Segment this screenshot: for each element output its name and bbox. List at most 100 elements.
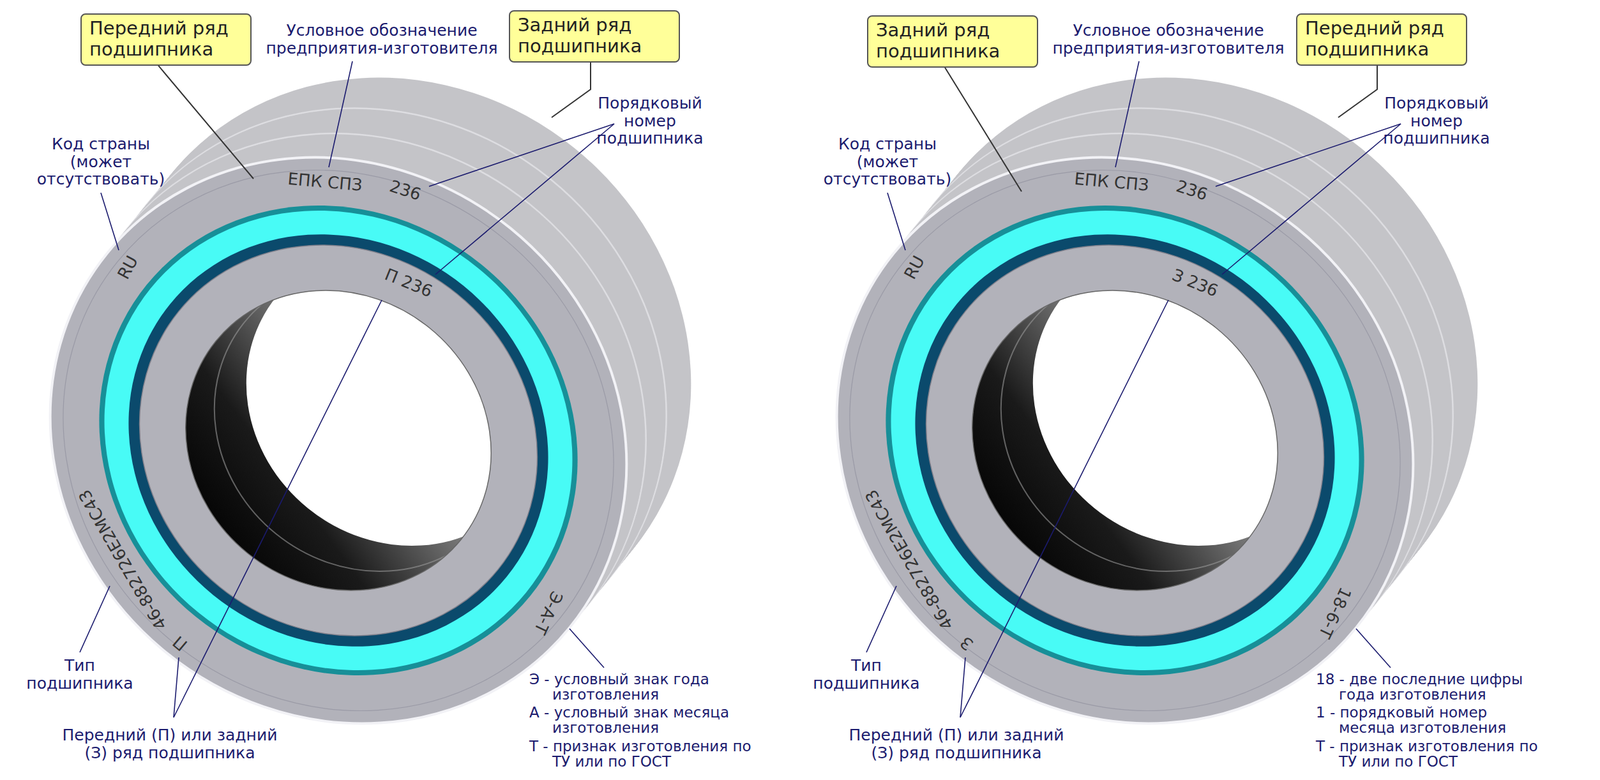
bearing-body (0, 33, 749, 780)
callout-label: Тип подшипника (22, 656, 138, 693)
bearing-body (0, 21, 758, 780)
callout-label: Условное обозначение предприятия-изготов… (1047, 21, 1290, 57)
bearing-body (0, 17, 762, 780)
label-anchor: Код страны (может отсутствовать) (27, 135, 175, 189)
leader-line (866, 586, 897, 653)
leader-line (1222, 123, 1401, 275)
label-anchor: Т - признак изготовления по ТУ или по ГО… (1315, 738, 1546, 770)
callout-label: Порядковый номер подшипника (1379, 94, 1495, 148)
label-anchor: Передний (П) или задний (З) ряд подшипни… (51, 726, 288, 762)
callout-label: Код страны (может отсутствовать) (27, 135, 175, 189)
bearing-body (0, 39, 743, 780)
seal-inner-edge (44, 149, 632, 732)
leader-line (960, 300, 1169, 718)
callout-label: Передний (П) или задний (З) ряд подшипни… (51, 726, 288, 762)
bearing-body (0, 6, 770, 780)
legend-note: А - условный знак месяца изготовления (529, 704, 760, 736)
bearing-body (722, 40, 1529, 780)
bearing-body (0, 27, 753, 780)
leader-line (173, 300, 382, 718)
bearing (722, 0, 1593, 780)
bearing-body (0, 0, 778, 780)
ring-seam (0, 17, 762, 780)
row-callout-box: Передний ряд подшипника (1296, 13, 1468, 66)
leader-line (1215, 123, 1401, 187)
bore-edge (911, 228, 1339, 652)
bearing-body (0, 8, 768, 780)
callout-label: Код страны (может отсутствовать) (814, 135, 961, 189)
seal-ring (797, 116, 1453, 765)
callout-label: Передний (П) или задний (З) ряд подшипни… (838, 726, 1075, 762)
bearing-body (0, 40, 742, 780)
bearing-body (0, 10, 767, 780)
leader-lines (79, 61, 1401, 718)
row-callout-box: Задний ряд подшипника (867, 15, 1039, 68)
box-text: Передний ряд подшипника (89, 17, 243, 61)
bearing-body (0, 18, 760, 780)
bore (134, 183, 613, 645)
label-anchor: Тип подшипника (808, 656, 924, 693)
leader-line (328, 61, 353, 168)
label-anchor: Тип подшипника (22, 656, 138, 693)
legend-note: Т - признак изготовления по ТУ или по ГО… (529, 738, 760, 770)
outer-ring-face (722, 40, 1529, 780)
bearing-body (0, 34, 748, 780)
label-anchor: 18 - две последние цифры года изготовлен… (1315, 671, 1546, 703)
bearing-body (0, 23, 756, 780)
bore-opening (185, 183, 613, 608)
legend-note: Т - признак изготовления по ТУ или по ГО… (1315, 738, 1546, 770)
bearing-body (0, 15, 762, 780)
label-anchor: Т - признак изготовления по ТУ или по ГО… (529, 738, 760, 770)
label-anchor: Условное обозначение предприятия-изготов… (1047, 21, 1290, 57)
legend-note: 18 - две последние цифры года изготовлен… (1315, 671, 1546, 703)
label-anchor: Э - условный знак года изготовления (529, 671, 760, 703)
bearing-body (0, 37, 746, 780)
leader-line (1356, 628, 1391, 668)
box-leader-line (158, 65, 254, 179)
box-text: Передний ряд подшипника (1305, 17, 1459, 61)
bearing (0, 0, 806, 780)
bearing-body (0, 2, 773, 780)
bearing-body (0, 26, 754, 780)
leader-line (429, 123, 615, 187)
box-text: Задний ряд подшипника (875, 19, 1030, 63)
legend-note: 1 - порядковый номер месяца изготовления (1315, 704, 1546, 736)
inner-ring-face (846, 164, 1403, 717)
bearing-body (0, 35, 746, 780)
bearing-body (0, 12, 765, 780)
bearing-body (0, 22, 757, 780)
legend-note: Э - условный знак года изготовления (529, 671, 760, 703)
label-anchor: Передний (П) или задний (З) ряд подшипни… (838, 726, 1075, 762)
bearing-body (0, 31, 749, 780)
box-leader-line (1338, 65, 1378, 118)
bearing-body (0, 30, 751, 780)
bearing-body (0, 5, 771, 780)
bearing-body (0, 24, 755, 780)
label-anchor: Порядковый номер подшипника (592, 94, 708, 148)
seal-inner-edge (831, 149, 1419, 732)
outer-ring-face (0, 40, 742, 780)
bore (920, 183, 1400, 645)
bearing-body (0, 38, 744, 780)
label-anchor: 1 - порядковый номер месяца изготовления (1315, 704, 1546, 736)
box-leader-line (551, 62, 591, 118)
row-callout-box: Задний ряд подшипника (508, 10, 680, 63)
bearing-body (0, 3, 772, 780)
bearing-body (0, 0, 776, 780)
seal-ring (10, 116, 666, 765)
leader-line (1115, 61, 1140, 168)
box-leader-line (944, 67, 1022, 192)
label-anchor: Порядковый номер подшипника (1379, 94, 1495, 148)
bearing-body (0, 28, 752, 780)
box-text: Задний ряд подшипника (517, 14, 672, 58)
row-callout-box: Передний ряд подшипника (80, 13, 252, 66)
bearing-body (0, 0, 776, 780)
bore-edge (124, 228, 552, 652)
bearing-body (0, 14, 763, 780)
bearing-body (0, 7, 769, 780)
inner-ring-face (60, 164, 617, 717)
leader-line (569, 628, 604, 668)
label-anchor: Код страны (может отсутствовать) (814, 135, 961, 189)
